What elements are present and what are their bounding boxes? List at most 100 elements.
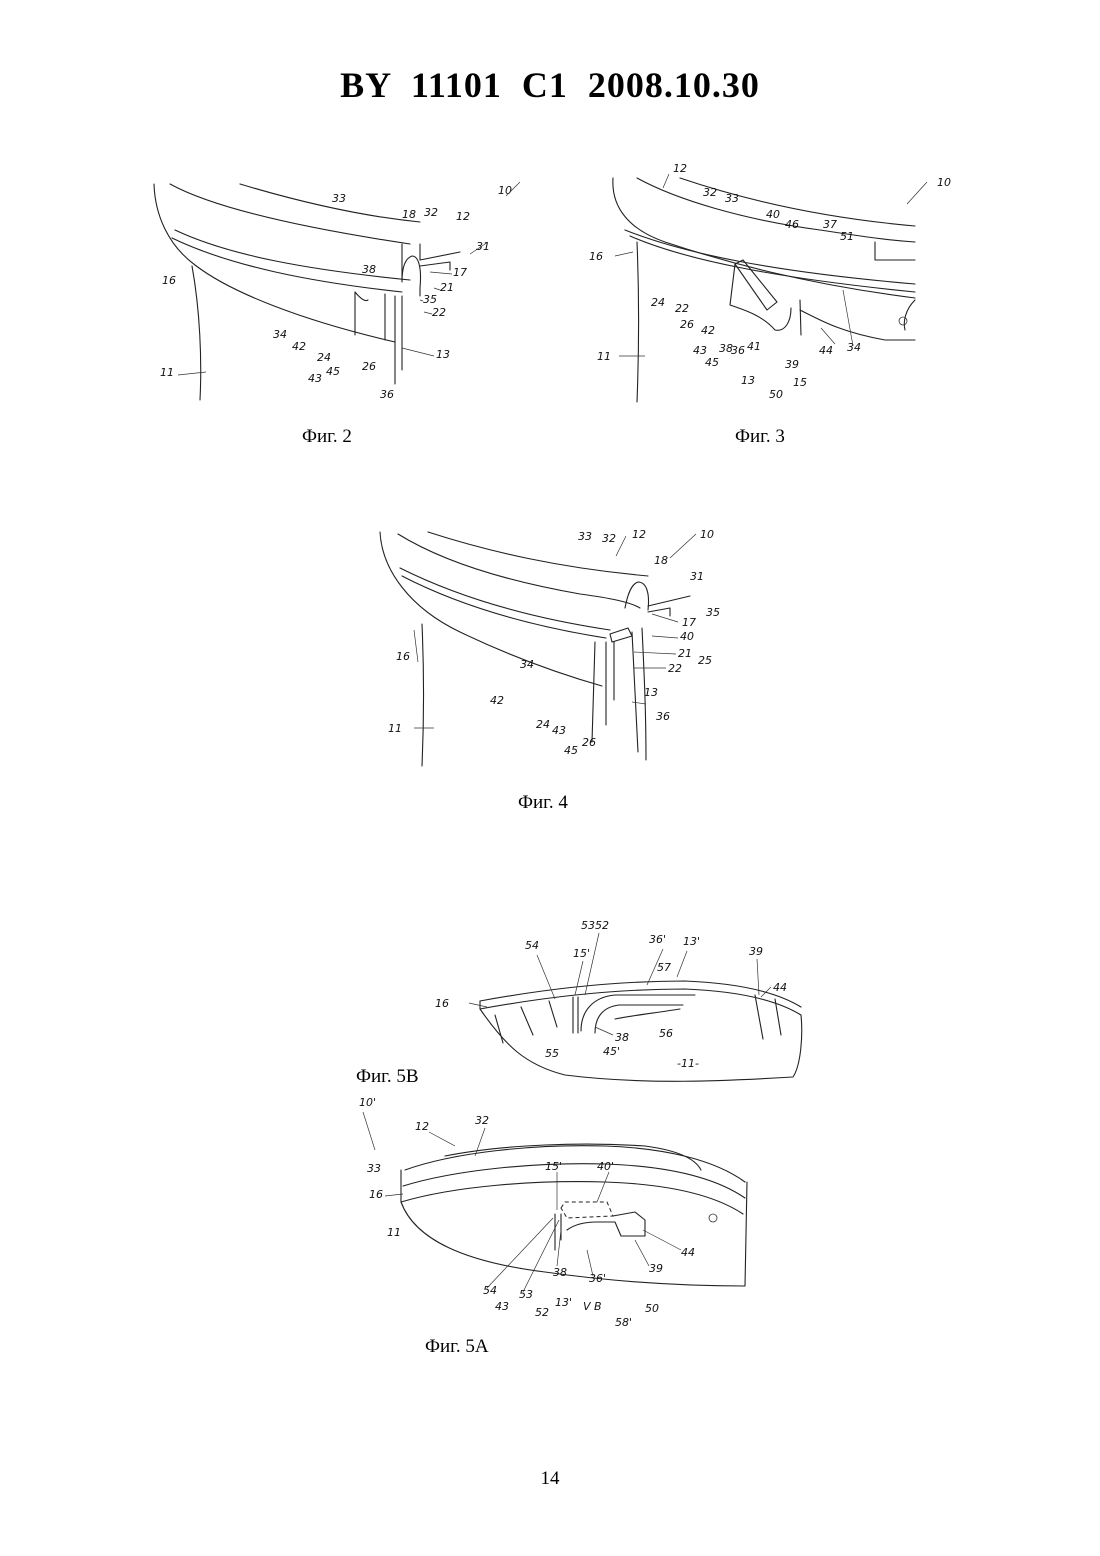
fig3-label: 39 (785, 358, 799, 371)
fig2-label: 43 (308, 372, 322, 385)
fig2-label: 38 (362, 263, 376, 276)
fig3-label: 36 (731, 344, 745, 357)
fig5b-label: 39 (749, 945, 763, 958)
fig4-label: 17 (682, 616, 696, 629)
fig5b-label: -11- (677, 1057, 699, 1070)
fig2-label: 32 (424, 206, 438, 219)
fig3-label: 45 (705, 356, 719, 369)
fig5a-label: 50 (645, 1302, 659, 1315)
fig2-label: 26 (362, 360, 376, 373)
fig2-label: 34 (273, 328, 287, 341)
fig4-label: 32 (602, 532, 616, 545)
figure-4-caption: Фиг. 4 (518, 792, 568, 814)
fig3-label: 51 (840, 230, 854, 243)
fig2-label: 35 (423, 293, 437, 306)
figure-5a-drawing: 10' 12 32 33 15' 40' 16 11 44 54 43 53 3… (345, 1090, 755, 1330)
fig5a-label: 12 (415, 1120, 429, 1133)
fig3-label: 12 (673, 162, 687, 175)
fig2-label: 33 (332, 192, 346, 205)
figure-2-caption: Фиг. 2 (302, 426, 352, 448)
fig2-label: 12 (456, 210, 470, 223)
figure-5b-caption: Фиг. 5B (356, 1066, 419, 1088)
fig5a-label: 39 (649, 1262, 663, 1275)
fig5b-label: 13' (683, 935, 700, 948)
fig3-label: 44 (819, 344, 833, 357)
fig5a-label: 52 (535, 1306, 549, 1319)
fig4-label: 11 (388, 722, 402, 735)
fig5b-label: 15' (573, 947, 590, 960)
fig4-label: 40 (680, 630, 694, 643)
fig5a-label: 44 (681, 1246, 695, 1259)
fig4-label: 12 (632, 528, 646, 541)
fig5a-label: 33 (367, 1162, 381, 1175)
fig5a-label: 53 (519, 1288, 533, 1301)
fig4-label: 22 (668, 662, 682, 675)
fig3-label: 16 (589, 250, 603, 263)
fig2-label: 16 (162, 274, 176, 287)
fig3-label: 50 (769, 388, 783, 401)
fig3-label: 11 (597, 350, 611, 363)
fig5a-label: 43 (495, 1300, 509, 1313)
fig2-label: 22 (432, 306, 446, 319)
fig2-label: 45 (326, 365, 340, 378)
fig3-label: 41 (747, 340, 761, 353)
fig2-label: 36 (380, 388, 394, 401)
fig3-label: 26 (680, 318, 694, 331)
fig4-label: 13 (644, 686, 658, 699)
fig4-label: 43 (552, 724, 566, 737)
fig3-label: 33 (725, 192, 739, 205)
fig3-label: 15 (793, 376, 807, 389)
fig5a-label: V B (583, 1300, 602, 1313)
fig3-label: 22 (675, 302, 689, 315)
fig2-label: 11 (160, 366, 174, 379)
fig4-label: 34 (520, 658, 534, 671)
fig5a-label: 13' (555, 1296, 572, 1309)
fig3-label: 24 (651, 296, 665, 309)
figure-4-drawing: 33 32 12 10 18 31 35 17 40 21 25 22 16 3… (370, 520, 740, 770)
fig3-label: 40 (766, 208, 780, 221)
fig4-label: 18 (654, 554, 668, 567)
fig3-label: 34 (847, 341, 861, 354)
fig5b-label: 53 (581, 919, 595, 932)
fig4-label: 42 (490, 694, 504, 707)
fig2-label: 13 (436, 348, 450, 361)
fig4-label: 24 (536, 718, 550, 731)
figure-5b-drawing: 54 53 52 15' 36' 13' 57 39 44 16 38 56 5… (425, 915, 815, 1085)
fig5a-label: 36' (589, 1272, 606, 1285)
fig5b-label: 57 (657, 961, 671, 974)
fig4-label: 35 (706, 606, 720, 619)
fig5a-label: 16 (369, 1188, 383, 1201)
fig5a-label: 10' (359, 1096, 376, 1109)
fig2-label: 18 (402, 208, 416, 221)
figure-3-drawing: 12 10 32 33 40 46 37 51 16 24 22 26 42 4… (585, 160, 965, 405)
fig5a-label: 32 (475, 1114, 489, 1127)
fig5b-label: 52 (595, 919, 609, 932)
fig4-label: 16 (396, 650, 410, 663)
fig5a-label: 11 (387, 1226, 401, 1239)
fig3-label: 46 (785, 218, 799, 231)
fig5b-label: 36' (649, 933, 666, 946)
fig5b-label: 55 (545, 1047, 559, 1060)
fig3-label: 10 (937, 176, 951, 189)
fig3-label: 42 (701, 324, 715, 337)
document-header: BY 11101 C1 2008.10.30 (0, 64, 1100, 106)
fig5a-label: 15' (545, 1160, 562, 1173)
fig5a-label: 38 (553, 1266, 567, 1279)
fig2-label: 17 (453, 266, 467, 279)
fig2-label: 24 (317, 351, 331, 364)
fig2-label: 42 (292, 340, 306, 353)
fig5b-label: 38 (615, 1031, 629, 1044)
fig2-label: 10 (498, 184, 512, 197)
fig4-label: 26 (582, 736, 596, 749)
fig5b-label: 44 (773, 981, 787, 994)
fig5b-label: 56 (659, 1027, 673, 1040)
fig4-label: 21 (678, 647, 692, 660)
fig5b-label: 45' (603, 1045, 620, 1058)
page-number: 14 (0, 1468, 1100, 1490)
figure-2-callouts: 33 18 32 12 10 31 17 38 21 35 22 16 34 4… (160, 184, 512, 401)
fig2-label: 21 (440, 281, 454, 294)
fig5a-label: 40' (597, 1160, 614, 1173)
fig3-label: 37 (823, 218, 837, 231)
fig4-label: 33 (578, 530, 592, 543)
fig4-label: 36 (656, 710, 670, 723)
